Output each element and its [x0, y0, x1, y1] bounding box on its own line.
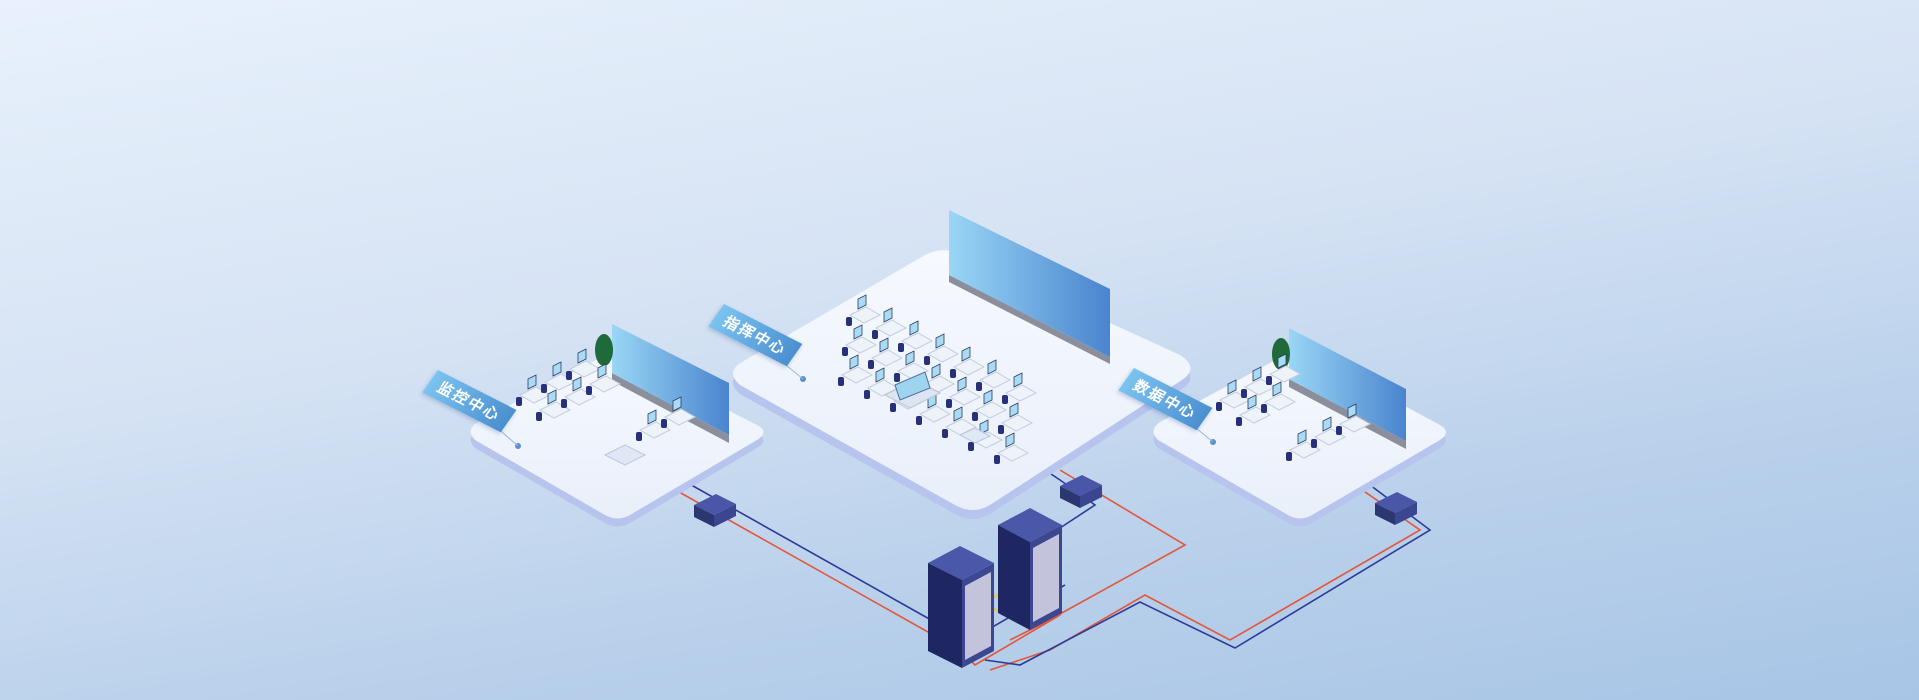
workstation: [994, 432, 1030, 464]
workstation: [872, 307, 908, 339]
workstation: [946, 376, 982, 408]
workstation: [976, 359, 1012, 391]
network-switch: [694, 475, 1417, 527]
workstation: [894, 350, 930, 382]
server-rack: [998, 508, 1062, 630]
console-table: [603, 371, 992, 466]
workstations: [516, 294, 1372, 464]
workstation: [950, 346, 986, 378]
workstation: [842, 324, 878, 356]
workstation: [868, 337, 904, 369]
workstation: [1002, 372, 1038, 404]
video-wall-monitor: [595, 324, 729, 443]
workstation: [924, 333, 960, 365]
workstation: [661, 396, 697, 428]
workstation: [846, 294, 882, 326]
workstation: [942, 406, 978, 438]
workstation: [1266, 353, 1302, 385]
server-rack: [928, 546, 994, 668]
workstation: [1261, 381, 1297, 413]
workstation: [586, 363, 622, 395]
workstation: [898, 320, 934, 352]
workstation: [838, 354, 874, 386]
workstation: [998, 402, 1034, 434]
video-wall-command: [949, 210, 1110, 364]
workstation: [1336, 403, 1372, 435]
plant-icon: [595, 334, 613, 366]
workstation: [972, 389, 1008, 421]
